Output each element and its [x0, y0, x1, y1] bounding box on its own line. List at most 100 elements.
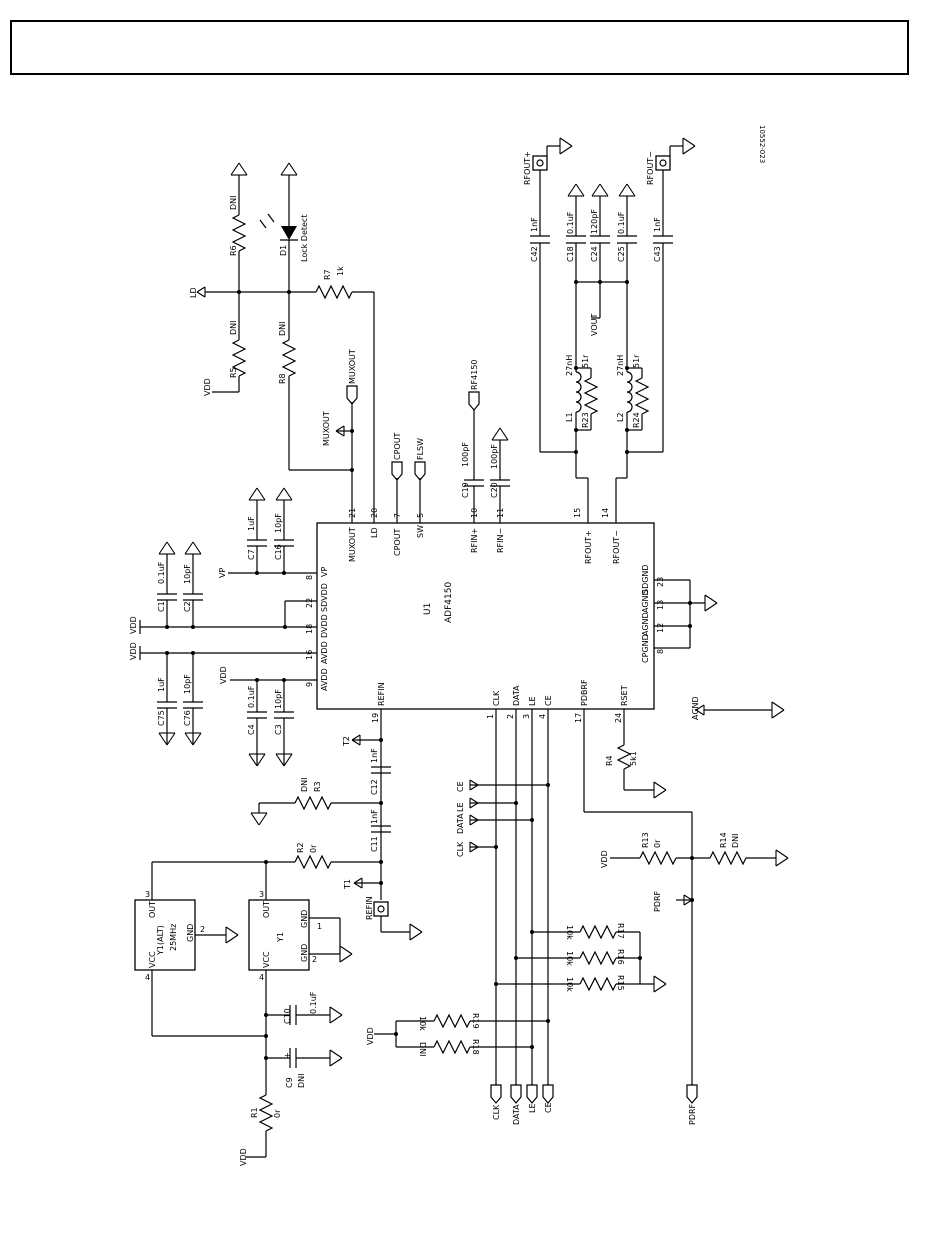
pin-name: VP	[320, 567, 329, 577]
d1-value: Lock Detect	[300, 215, 309, 262]
c75-value: 1uF	[157, 677, 166, 692]
ic-part: ADF4150	[444, 582, 454, 623]
title-frame	[10, 20, 909, 75]
net-t1: T1	[343, 879, 352, 890]
y1-vcc: VCC	[262, 951, 271, 968]
pin-num: 24	[614, 713, 623, 723]
c2-value: 10pF	[183, 564, 192, 584]
c20-ref: C20	[490, 482, 499, 498]
c75-ref: C75	[157, 710, 166, 726]
pin-num: 5	[416, 513, 425, 518]
c9-value: DNI	[297, 1073, 306, 1088]
pin-name: PDBRF	[580, 679, 589, 706]
r19-value: 10k	[418, 1016, 427, 1031]
y1-n2: 2	[312, 955, 317, 964]
net-vp: VP	[218, 568, 227, 578]
y1-n3: 3	[259, 890, 264, 899]
junction-dots	[165, 280, 694, 1060]
y1-ref: Y1	[276, 932, 285, 943]
c19-value: 100pF	[461, 442, 470, 467]
c2-ref: C2	[183, 601, 192, 612]
net-ld: LD	[189, 287, 198, 298]
net-vdd-pdrf: VDD	[600, 850, 609, 868]
c16-value: 10pF	[274, 513, 283, 533]
pin-num: 19	[371, 713, 380, 723]
c7-value: 1uF	[247, 516, 256, 531]
l2-ref: L2	[616, 412, 625, 422]
c43-value: 1nF	[653, 217, 662, 232]
y1-gnd1: GND	[300, 910, 309, 928]
lock-detect-section: LD R7 1k R6 DNI R5 DNI VDD D1 Lock Detec…	[189, 162, 426, 481]
y1alt-vcc: VCC	[148, 951, 157, 968]
net-muxout: MUXOUT	[348, 349, 357, 384]
y1alt-n4: 4	[145, 973, 150, 982]
pin-num: 12	[656, 623, 665, 633]
net-clk: CLK	[456, 841, 465, 857]
pin-name: AVDD	[320, 668, 329, 691]
y1-gnd2: GND	[300, 944, 309, 962]
y1-out: OUT	[262, 901, 271, 918]
pin-num: 20	[370, 508, 379, 518]
pin-name: CPOUT	[393, 528, 402, 556]
pin-num: 22	[305, 598, 314, 608]
net-ce: CE	[456, 781, 465, 792]
net-vdd-pin9: VDD	[219, 666, 228, 684]
c43-ref: C43	[653, 246, 662, 262]
c1-value: 0.1uF	[157, 561, 166, 584]
pin-name: SW	[416, 525, 425, 538]
r24-ref: R24	[632, 412, 641, 428]
pin-name: LD	[370, 527, 379, 538]
r2-ref: R2	[296, 842, 305, 853]
pin-name: SDGND	[641, 564, 650, 594]
oscillator-section: Y1(ALT) 25MHz OUT VCC GND 3 4 2 Y1 OUT V…	[134, 861, 353, 1166]
net-vdd-pullup: VDD	[366, 1027, 375, 1045]
pin-num: 16	[305, 650, 314, 660]
pin-name: RFOUT+	[584, 530, 593, 564]
pin-name: RFIN+	[470, 528, 479, 553]
pin-name: CLK	[492, 690, 501, 706]
net-agnd: AGND	[691, 696, 700, 720]
net-cpout: CPOUT	[393, 432, 402, 460]
pin-name: DVDD	[320, 614, 329, 638]
net-refin: REFIN	[365, 896, 374, 920]
net-muxout-2: MUXOUT	[322, 411, 331, 446]
r14-value: DNI	[731, 833, 740, 848]
pin-name: AVDD	[320, 641, 329, 664]
r6-value: DNI	[229, 195, 238, 210]
y1alt-gnd: GND	[186, 924, 195, 942]
led-icon	[281, 226, 297, 240]
net-le-conn: LE	[528, 1103, 537, 1113]
pin-name: AGND	[641, 589, 650, 613]
c9-ref: C9	[285, 1077, 294, 1088]
net-data-conn: DATA	[512, 1104, 521, 1125]
r13-ref: R13	[641, 832, 650, 848]
pin-num: 8	[656, 649, 665, 654]
pin-name: RSET	[620, 685, 629, 706]
r1-ref: R1	[250, 1107, 259, 1118]
c7-ref: C7	[247, 549, 256, 560]
r15-value: 10k	[565, 977, 574, 992]
r17-ref: R17	[616, 923, 625, 939]
c12-value: 1nF	[370, 748, 379, 763]
r3-ref: R3	[313, 781, 322, 792]
pin-num: 13	[656, 600, 665, 610]
c16-ref: C16	[274, 544, 283, 560]
pin-num: 14	[601, 508, 610, 518]
c1-ref: C1	[157, 601, 166, 612]
l1-ref: L1	[565, 412, 574, 422]
c76-ref: C76	[183, 710, 192, 726]
c24-ref: C24	[590, 246, 599, 262]
r7-ref: R7	[323, 269, 332, 280]
pin-num: 17	[574, 713, 583, 723]
net-t2: T2	[342, 736, 351, 747]
r14-ref: R14	[719, 832, 728, 848]
c11-value: 1nF	[370, 809, 379, 824]
ic-body	[316, 522, 655, 710]
r7-value: 1k	[336, 266, 345, 276]
r5-value: DNI	[229, 320, 238, 335]
r18-ref: R18	[471, 1039, 480, 1055]
pin-name: RFOUT−	[612, 530, 621, 564]
c3-ref: C3	[274, 724, 283, 735]
pin-name: CPGND	[641, 634, 650, 663]
r4-ref: R4	[605, 755, 614, 766]
